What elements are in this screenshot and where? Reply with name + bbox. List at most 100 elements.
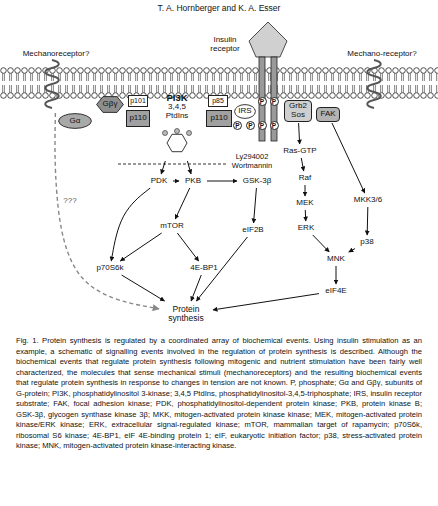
- signal-arrow: [336, 266, 337, 284]
- kinase-label: MKK3/6: [348, 194, 388, 206]
- irs-protein: IRS: [234, 104, 256, 119]
- adaptor-protein: Grb2 Sos: [284, 100, 312, 122]
- signal-arrow: [207, 181, 237, 182]
- phosphate-mark: P: [258, 121, 267, 130]
- signal-arrow: [332, 123, 365, 193]
- phosphate-group: [163, 131, 168, 136]
- node-label: FAK: [320, 110, 335, 119]
- kinase-label: PDK: [146, 175, 172, 187]
- node-label: Protein synthesis: [160, 305, 212, 324]
- node-sublabel: 3,4,5 PtdIns: [161, 103, 193, 121]
- inositol-ring: [167, 134, 187, 151]
- kinase-protein: FAK: [316, 107, 340, 122]
- node-label: GSK-3β: [243, 177, 272, 186]
- signal-arrow: [177, 233, 198, 261]
- signal-arrow: [111, 188, 150, 261]
- signal-arrow: [313, 235, 329, 252]
- kinase-label: GSK-3β: [238, 175, 276, 187]
- phosphate-mark: P: [233, 121, 242, 130]
- pi3k-subunit: p110: [206, 110, 232, 127]
- signal-arrow: [349, 249, 355, 252]
- node-label: p38: [360, 238, 373, 247]
- node-label: p70S6k: [96, 264, 123, 273]
- signal-arrow: [175, 188, 189, 219]
- signal-arrow: [173, 181, 179, 182]
- node-label: Mechanoreceptor?: [23, 50, 90, 59]
- node-label: PKB: [185, 177, 201, 186]
- node-label: MKK3/6: [354, 196, 382, 205]
- node-label: Grb2 Sos: [285, 102, 311, 120]
- g-protein-subunit: Gα: [58, 113, 92, 129]
- kinase-label: PKB: [180, 175, 206, 187]
- phosphate-group: [187, 131, 192, 136]
- node-label: PDK: [151, 177, 167, 186]
- inhibitor-label: Ly294002 Wortmannin: [228, 153, 276, 173]
- hypothetical-pathway: [55, 113, 159, 309]
- node-label: IRS: [238, 107, 251, 116]
- gtpase-label: Ras-GTP: [280, 145, 320, 157]
- signal-arrow: [367, 207, 369, 235]
- node-label: mTOR: [160, 222, 183, 231]
- node-label: MNK: [327, 255, 345, 264]
- signal-arrow: [213, 294, 319, 310]
- factor-label: eIF4E: [320, 285, 352, 297]
- factor-label: 4E-BP1: [186, 262, 222, 274]
- transmembrane-helix: [367, 60, 381, 108]
- g-protein-subunit: Gβγ: [96, 96, 124, 113]
- signal-arrow: [161, 161, 165, 174]
- kinase-label: ERK: [293, 222, 319, 234]
- pi3k-subunit: p101: [128, 95, 148, 107]
- node-label: ERK: [298, 224, 314, 233]
- figure-caption: Fig. 1. Protein synthesis is regulated b…: [16, 336, 422, 452]
- edge-label: ???: [58, 196, 82, 205]
- node-label: Ras-GTP: [283, 147, 316, 156]
- signal-arrow: [122, 275, 165, 301]
- pi3k-complex: PI3K3,4,5 PtdIns: [150, 88, 204, 160]
- kinase-label: p70S6k: [90, 262, 130, 274]
- node-label: PI3K: [166, 93, 187, 103]
- phosphate-mark: P: [270, 97, 279, 106]
- pi3k-subunit: p85: [208, 95, 228, 107]
- kinase-label: Raf: [294, 172, 316, 184]
- node-label: eIF2B: [242, 226, 263, 235]
- node-label: Mechano-receptor?: [347, 50, 416, 59]
- signal-arrow: [301, 158, 303, 171]
- node-label: p110: [210, 114, 227, 123]
- node-label: p110: [129, 114, 146, 123]
- signal-arrow: [305, 210, 306, 221]
- phosphate-mark: P: [246, 121, 255, 130]
- node-label: Gα: [70, 117, 81, 126]
- phosphate-mark: P: [270, 121, 279, 130]
- node-label: Gβγ: [103, 100, 118, 109]
- connector-layer: [55, 113, 368, 310]
- ellipse-shape: [59, 114, 92, 129]
- node-label: MEK: [296, 199, 313, 208]
- kinase-label: p38: [356, 236, 378, 248]
- kinase-label: mTOR: [156, 220, 188, 232]
- outcome-label: Protein synthesis: [160, 302, 212, 326]
- running-header: T. A. Hornberger and K. A. Esser: [0, 3, 438, 13]
- signal-arrow: [254, 188, 257, 223]
- pi3k-subunit: p110: [126, 110, 150, 127]
- signal-arrow: [299, 123, 300, 144]
- node-label: Insulin receptor: [198, 36, 252, 54]
- mechanoreceptor: Mechanoreceptor?: [18, 48, 94, 112]
- inhibitor-line: [118, 164, 226, 165]
- ellipse-shape: [235, 105, 256, 119]
- receptor-label: Insulin receptor: [198, 34, 252, 56]
- node-label: eIF4E: [325, 287, 346, 296]
- mechanoreceptor: Mechano-receptor?: [342, 48, 422, 112]
- factor-label: eIF2B: [238, 224, 268, 236]
- node-label: p101: [130, 97, 146, 105]
- kinase-label: MNK: [322, 253, 350, 265]
- node-label: Raf: [299, 174, 311, 183]
- hexagon-shape: [97, 97, 124, 113]
- kinase-label: MEK: [292, 197, 318, 209]
- signal-arrow: [305, 185, 306, 196]
- signal-arrow: [187, 161, 191, 174]
- transmembrane-helix: [45, 60, 59, 108]
- node-label: 4E-BP1: [190, 264, 218, 273]
- receptor-ectodomain: [249, 22, 287, 57]
